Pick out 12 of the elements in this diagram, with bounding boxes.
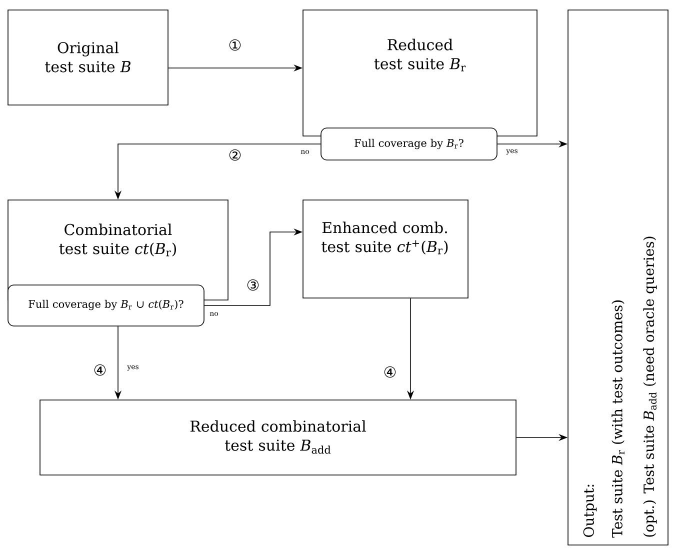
edge-label: ④ bbox=[382, 365, 398, 379]
process-box: Reduced test suite B$_{r}$ bbox=[302, 10, 538, 136]
step-number: ② bbox=[229, 149, 241, 161]
process-box: Original test suite B bbox=[8, 10, 168, 106]
step-number: ③ bbox=[247, 279, 259, 291]
edge-label: ① bbox=[227, 38, 243, 52]
decision-box: Full coverage by B$_{r}$ ∪ ct(B$_{r}$)? bbox=[8, 284, 204, 326]
process-box: Enhanced comb. test suite ct$^{+}$(B$_{r}$) bbox=[302, 200, 468, 298]
decision-box: Full coverage by B$_{r}$? bbox=[320, 128, 498, 160]
step-number: ④ bbox=[94, 364, 106, 376]
process-box: Reduced combinatorial test suite B$_{add}$ bbox=[40, 400, 516, 476]
output-box: Output: Test suite B$_{r}$ (with test outcomes) (opt.) Test suite B$_{add}$ (need oracle queries) bbox=[568, 10, 668, 546]
